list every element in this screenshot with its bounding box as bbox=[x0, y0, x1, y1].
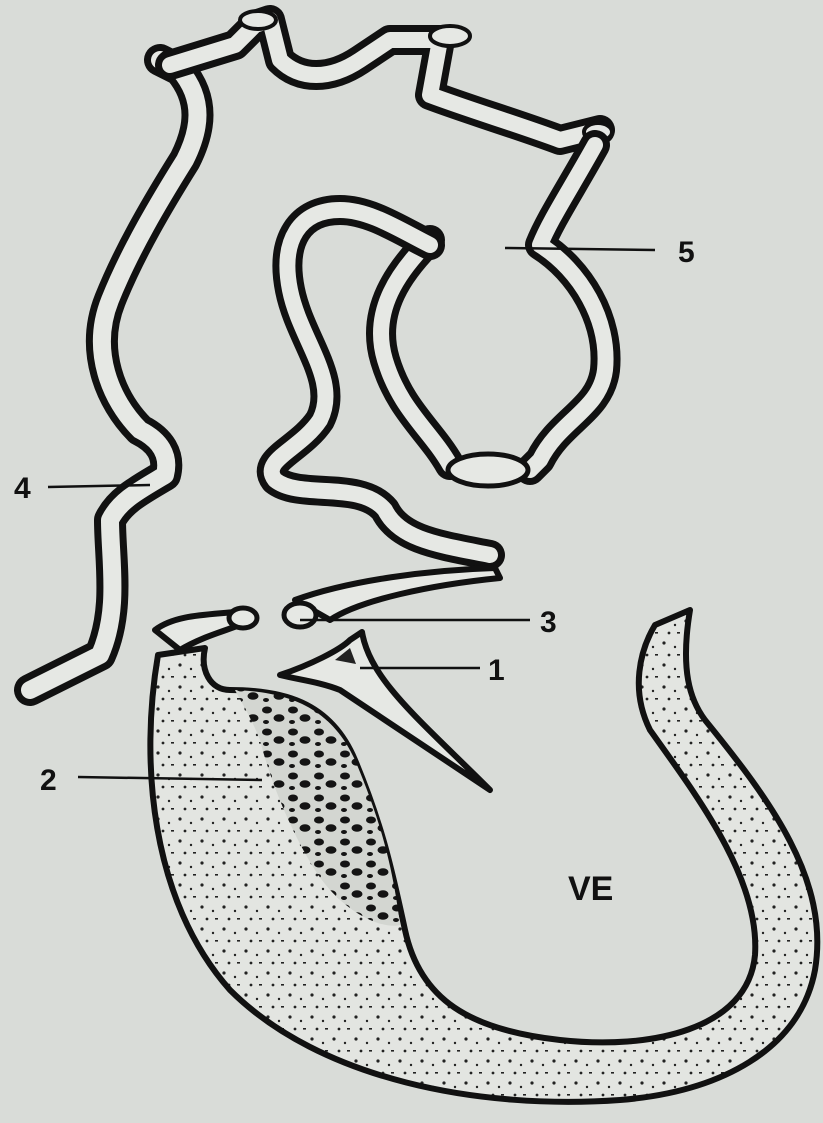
label-3: 3 bbox=[540, 606, 557, 639]
label-ventricle: VE bbox=[568, 870, 613, 908]
label-4: 4 bbox=[14, 472, 31, 505]
left-arch-vessel bbox=[30, 60, 198, 690]
label-2: 2 bbox=[40, 764, 57, 797]
top-vessels bbox=[170, 11, 612, 141]
ventricle-wall bbox=[150, 610, 817, 1102]
label-1: 1 bbox=[488, 654, 505, 687]
right-loop-vessel bbox=[381, 145, 606, 486]
label-5: 5 bbox=[678, 236, 695, 269]
